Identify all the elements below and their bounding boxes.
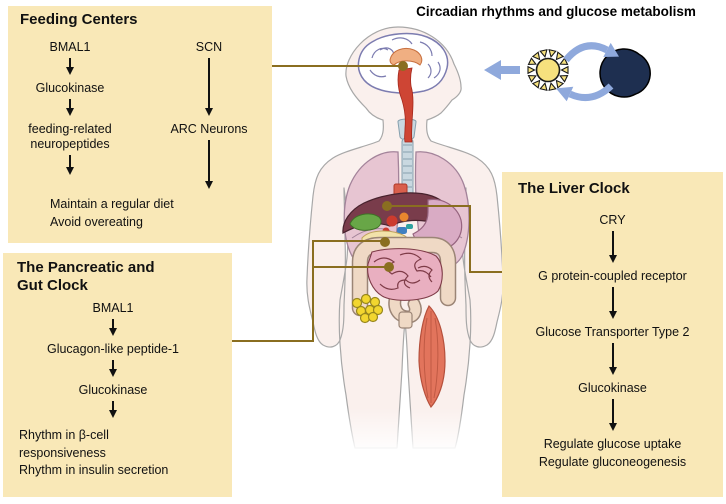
cycle-arrow-top-icon xyxy=(563,42,609,63)
down-arrow-icon xyxy=(608,287,617,319)
feeding-centers-title: Feeding Centers xyxy=(20,11,138,28)
cycle-arrow-bottom-icon xyxy=(568,83,614,102)
connector-lines xyxy=(232,65,502,342)
feeding-centers-box: Feeding Centers BMAL1 Glucokinase feedin… xyxy=(8,6,272,243)
down-arrow-icon xyxy=(109,319,117,336)
connector-liver-line xyxy=(387,205,502,273)
diagram-title: Circadian rhythms and glucose metabolism xyxy=(416,4,696,19)
liver-flow-column: CRY G protein-coupled receptor Glucose T… xyxy=(502,213,723,437)
day-night-cycle-arrows xyxy=(484,42,619,102)
flow-step: CRY xyxy=(599,213,626,227)
feeding-flow-column1: BMAL1 Glucokinase feeding-related neurop… xyxy=(8,40,132,181)
intestine-target-dot xyxy=(384,262,394,272)
outcome-line: Rhythm in β-cell responsiveness xyxy=(19,428,109,460)
flow-step: BMAL1 xyxy=(49,40,91,54)
brain-target-dot xyxy=(398,61,408,71)
liver-clock-title: The Liver Clock xyxy=(518,180,630,197)
intestines-icon xyxy=(367,248,443,301)
light-to-body-arrow-icon xyxy=(484,60,520,80)
flow-step: Glucose Transporter Type 2 xyxy=(535,325,690,339)
down-arrow-icon xyxy=(205,140,213,189)
fat-cells-icon xyxy=(351,293,384,324)
outcome-line: Avoid overeating xyxy=(50,215,143,229)
outcome-line: Rhythm in insulin secretion xyxy=(19,463,169,477)
colon-icon xyxy=(351,236,457,329)
flow-step: BMAL1 xyxy=(92,301,134,315)
down-arrow-icon xyxy=(205,58,213,116)
flow-step: ARC Neurons xyxy=(170,122,248,136)
liver-clock-box: The Liver Clock CRY G protein-coupled re… xyxy=(502,172,723,497)
outcome-line: Maintain a regular diet xyxy=(50,197,174,211)
muscle-icon xyxy=(418,305,446,409)
down-arrow-icon xyxy=(608,231,617,263)
leg-fade-gradient xyxy=(280,408,530,468)
down-arrow-icon xyxy=(608,343,617,375)
feeding-outcomes: Maintain a regular diet Avoid overeating xyxy=(50,195,260,231)
liver-target-dot xyxy=(382,201,392,211)
feeding-flow-column2: SCN ARC Neurons xyxy=(150,40,268,195)
pancreas-target-dot xyxy=(380,237,390,247)
pancreatic-outcomes: Rhythm in β-cell responsiveness Rhythm i… xyxy=(19,427,194,480)
flow-step: Glucokinase xyxy=(78,383,148,397)
portal-vessels-icon xyxy=(382,212,413,235)
cycle-arrow-bottom-head-icon xyxy=(556,86,574,102)
flow-step: feeding-related neuropeptides xyxy=(28,122,112,151)
down-arrow-icon xyxy=(66,99,74,116)
down-arrow-icon xyxy=(66,155,74,175)
flow-step: SCN xyxy=(195,40,223,54)
gallbladder-icon xyxy=(349,213,382,231)
pancreatic-gut-clock-title: The Pancreatic and Gut Clock xyxy=(17,259,155,294)
sun-icon xyxy=(527,49,569,91)
connector-pancreas-gut-line xyxy=(232,240,387,342)
pancreatic-flow-column: BMAL1 Glucagon-like peptide-1 Glucokinas… xyxy=(3,301,223,424)
liver-outcomes: Regulate glucose uptake Regulate glucone… xyxy=(502,435,723,471)
down-arrow-icon xyxy=(109,401,117,418)
flow-step: Glucagon-like peptide-1 xyxy=(46,342,180,356)
down-arrow-icon xyxy=(66,58,74,75)
down-arrow-icon xyxy=(608,399,617,431)
outcome-line: Regulate glucose uptake xyxy=(543,437,682,451)
flow-step: Glucokinase xyxy=(578,381,647,395)
pancreatic-gut-clock-box: The Pancreatic and Gut Clock BMAL1 Gluca… xyxy=(3,253,232,497)
cycle-arrow-top-head-icon xyxy=(603,42,619,57)
flow-step: G protein-coupled receptor xyxy=(538,269,687,283)
flow-step: Glucokinase xyxy=(35,81,105,95)
down-arrow-icon xyxy=(109,360,117,377)
outcome-line: Regulate gluconeogenesis xyxy=(538,455,687,469)
connector-dots xyxy=(380,61,408,272)
